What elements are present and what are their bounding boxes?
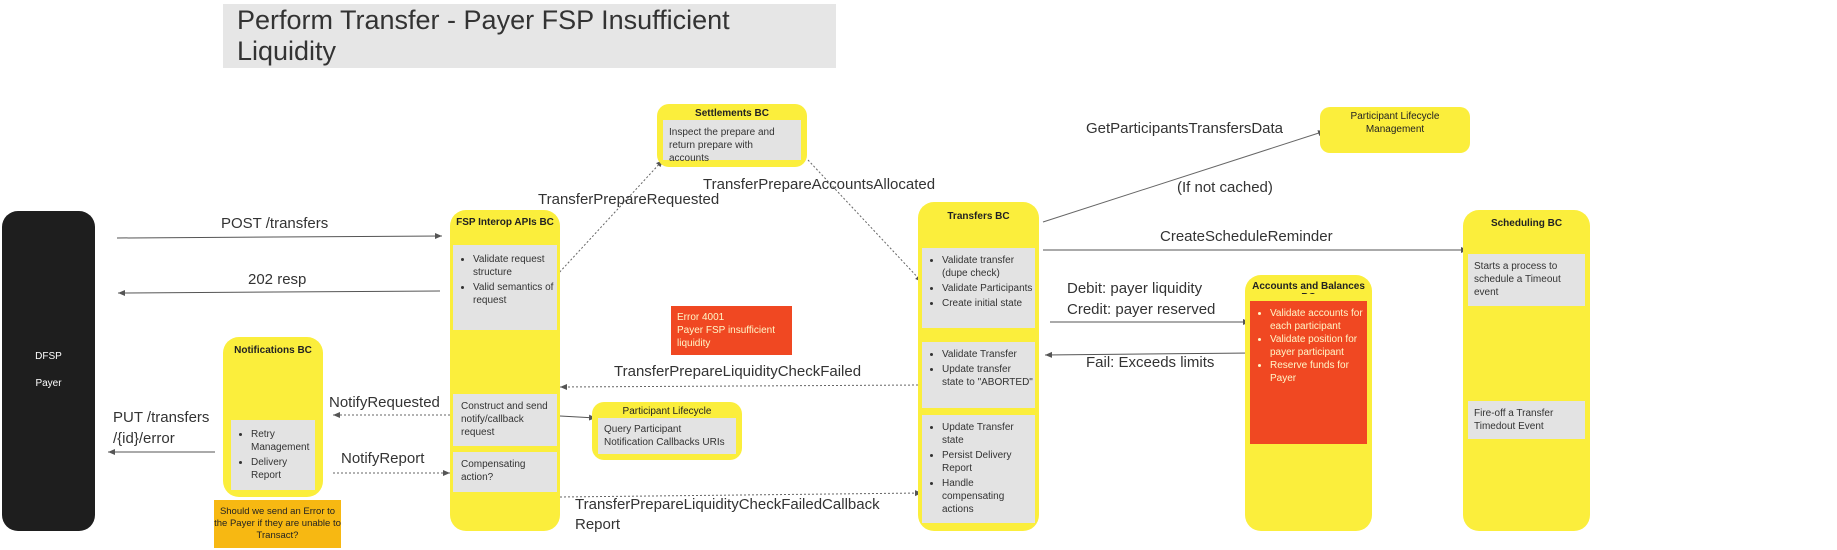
arrow-202-resp [117,289,441,296]
accounts-balances-title: Accounts and Balances BC [1252,281,1365,294]
fsp-interop-validate-box: Validate request structure Valid semanti… [453,245,557,330]
arrow-get-participants [1042,130,1326,223]
notifications-item: Retry Management [251,428,315,454]
fsp-interop-construct-box: Construct and send notify/callback reque… [453,394,557,446]
error-message: Payer FSP insufficient liquidity [677,325,776,349]
transfers-item: Handle compensating actions [942,477,1035,516]
settlements-bc: Settlements BC Inspect the prepare and r… [657,104,807,167]
fsp-interop-title: FSP Interop APIs BC [456,217,554,228]
label-create-schedule: CreateScheduleReminder [1160,228,1333,245]
scheduling-start-box: Starts a process to schedule a Timeout e… [1468,254,1585,306]
label-if-not-cached: (If not cached) [1177,179,1273,196]
dfsp-label: DFSP [35,351,62,362]
label-put-error: /{id}/error [113,430,175,447]
question-note: Should we send an Error to the Payer if … [214,500,341,548]
participant-lifecycle-body: Query Participant Notification Callbacks… [598,418,736,454]
label-prepare-requested: TransferPrepareRequested [538,191,720,208]
accounts-balances-bc: Accounts and Balances BC Validate accoun… [1245,275,1372,531]
payer-label: Payer [35,378,62,389]
arrow-prepare-requested [556,159,664,276]
scheduling-title: Scheduling BC [1490,218,1563,229]
label-liquidity-check-failed: TransferPrepareLiquidityCheckFailed [614,363,862,380]
label-202-resp: 202 resp [248,271,307,288]
label-callback: TransferPrepareLiquidityCheckFailedCallb… [575,496,880,513]
page-title: Perform Transfer - Payer FSP Insufficien… [223,4,836,68]
transfers-item: Validate Transfer [942,348,1035,361]
settlements-title: Settlements BC [695,108,769,119]
label-post-transfers: POST /transfers [221,215,329,232]
transfers-item: Validate transfer (dupe check) [942,254,1035,280]
transfers-group-3: Update Transfer state Persist Delivery R… [922,415,1035,523]
label-put-transfers: PUT /transfers [113,409,210,426]
label-notify-requested: NotifyRequested [329,394,440,411]
label-fail-exceeds: Fail: Exceeds limits [1086,354,1215,371]
fsp-interop-validate-item: Valid semantics of request [473,281,557,307]
arrow-callback-report [559,490,923,498]
scheduling-fire-box: Fire-off a Transfer Timedout Event [1468,401,1585,439]
transfers-item: Create initial state [942,297,1035,310]
accounts-item: Validate accounts for each participant [1270,307,1367,333]
error-code: Error 4001 [677,312,725,323]
label-report: Report [575,516,621,533]
arrow-participant-lifecycle [559,414,597,421]
notifications-items: Retry Management Delivery Report [231,420,315,490]
transfers-group-2: Validate Transfer Update transfer state … [922,342,1035,408]
label-debit: Debit: payer liquidity [1067,280,1203,297]
transfers-item: Validate Participants [942,282,1035,295]
fsp-interop-validate-item: Validate request structure [473,253,557,279]
accounts-item: Validate position for payer participant [1270,333,1367,359]
participant-lifecycle-management-title: Participant Lifecycle Management [1350,111,1440,135]
label-accounts-allocated: TransferPrepareAccountsAllocated [703,176,936,193]
fsp-interop-apis-bc: FSP Interop APIs BC Validate request str… [450,210,560,531]
error-4001-box: Error 4001 Payer FSP insufficient liquid… [671,306,792,355]
transfers-group-1: Validate transfer (dupe check) Validate … [922,248,1035,328]
scheduling-bc: Scheduling BC Starts a process to schedu… [1463,210,1590,531]
transfers-item: Update transfer state to "ABORTED" [942,363,1035,389]
arrow-fail-exceeds [1044,351,1253,358]
transfers-item: Update Transfer state [942,421,1035,447]
notifications-bc: Notifications BC Retry Management Delive… [223,337,323,497]
label-get-participants: GetParticipantsTransfersData [1086,120,1284,137]
dfsp-payer-box: DFSP Payer [2,211,95,531]
accounts-balances-items: Validate accounts for each participant V… [1250,301,1367,444]
arrow-liquidity-check-failed [559,383,923,390]
notifications-item: Delivery Report [251,456,315,482]
participant-lifecycle: Participant Lifecycle Query Participant … [592,402,742,460]
arrow-post-transfers [116,233,443,240]
fsp-interop-compensating-box: Compensating action? [453,452,557,492]
transfers-bc: Transfers BC Validate transfer (dupe che… [918,202,1039,531]
participant-lifecycle-title: Participant Lifecycle [622,406,712,417]
transfers-item: Persist Delivery Report [942,449,1035,475]
label-credit: Credit: payer reserved [1067,301,1216,318]
accounts-item: Reserve funds for Payer [1270,359,1367,385]
participant-lifecycle-management: Participant Lifecycle Management [1320,107,1470,153]
transfers-title: Transfers BC [947,211,1010,222]
notifications-bc-title: Notifications BC [234,345,312,356]
settlements-body: Inspect the prepare and return prepare w… [663,120,801,164]
label-notify-report: NotifyReport [341,450,425,467]
